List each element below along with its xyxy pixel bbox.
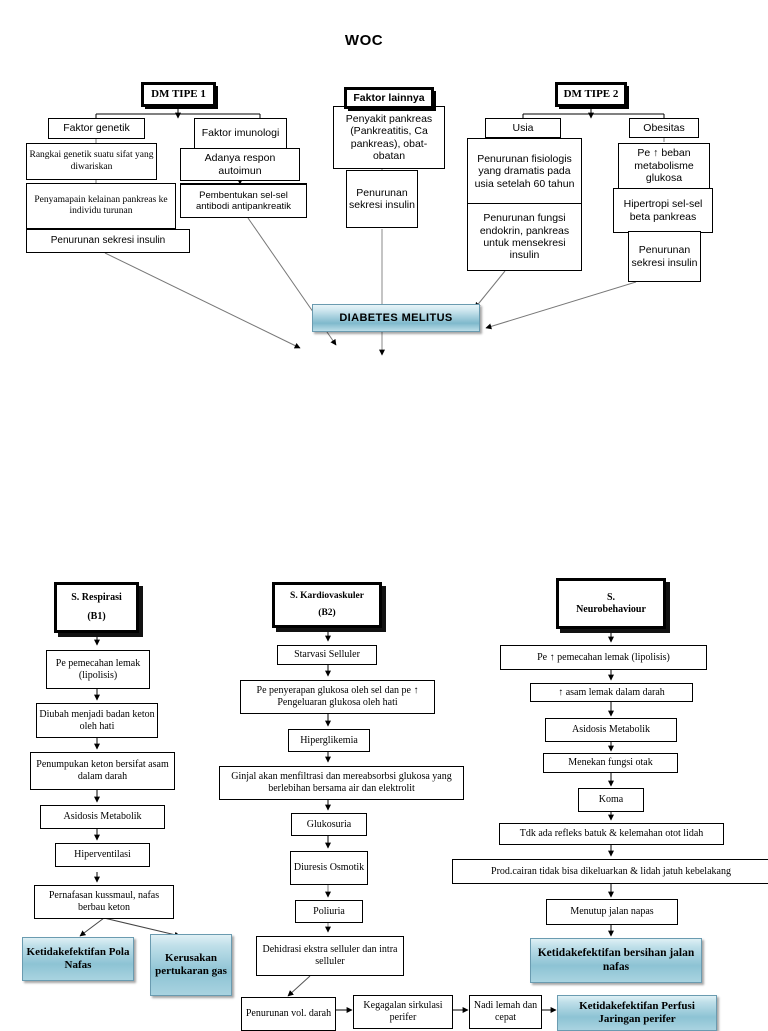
node-b2-step-5: Glukosuria	[291, 813, 367, 836]
node-b1-step-6: Pernafasan kussmaul, nafas berbau keton	[34, 885, 174, 919]
node-b3-step-4: Menekan fungsi otak	[543, 753, 678, 773]
node-penyakit-pankreas: Penyakit pankreas (Pankreatitis, Ca pank…	[333, 106, 445, 169]
header-faktor-lainnya: Faktor lainnya	[345, 88, 433, 108]
node-penurunan-sekresi-insulin-obesitas: Penurunan sekresi insulin	[628, 231, 701, 282]
node-b2-step-3: Hiperglikemia	[288, 729, 370, 752]
header-s-neurobehaviour: S. Neurobehaviour	[556, 578, 666, 629]
node-b2-step-4: Ginjal akan menfiltrasi dan mereabsorbsi…	[219, 766, 464, 800]
node-b2-step-7: Poliuria	[295, 900, 363, 923]
node-b2-bottom-1: Penurunan vol. darah	[241, 997, 336, 1031]
node-rangkai-genetik: Rangkai genetik suatu sifat yang diwaris…	[26, 143, 157, 180]
node-b3-step-6: Tdk ada refleks batuk & kelemahan otot l…	[499, 823, 724, 845]
node-pembentukan-antibodi: Pembentukan sel-sel antibodi antipankrea…	[180, 183, 307, 218]
node-adanya-respon-autoimun: Adanya respon autoimun	[180, 148, 300, 181]
node-b3-step-3: Asidosis Metabolik	[545, 718, 677, 742]
node-penurunan-fisiologis: Penurunan fisiologis yang dramatis pada …	[467, 138, 582, 205]
outcome-ketidakefektifan-bersihan-jalan-nafas: Ketidakefektifan bersihan jalan nafas	[530, 938, 702, 983]
header-dm-tipe-2: DM TIPE 2	[556, 83, 626, 106]
outcome-kerusakan-pertukaran-gas: Kerusakan pertukaran gas	[150, 934, 232, 996]
outcome-ketidakefektifan-perfusi-jaringan: Ketidakefektifan Perfusi Jaringan perife…	[557, 995, 717, 1031]
node-usia: Usia	[485, 118, 561, 138]
node-faktor-imunologi: Faktor imunologi	[194, 118, 287, 149]
node-b2-step-2: Pe penyerapan glukosa oleh sel dan pe ↑ …	[240, 680, 435, 714]
node-b2-step-1: Starvasi Selluler	[277, 645, 377, 665]
node-penurunan-sekresi-insulin-lainnya: Penurunan sekresi insulin	[346, 170, 418, 228]
node-b1-step-2: Diubah menjadi badan keton oleh hati	[36, 703, 158, 738]
header-s-kardiovaskuler-b2: S. Kardiovaskuler (B2)	[272, 582, 382, 628]
node-beban-metabolisme-glukosa: Pe ↑ beban metabolisme glukosa	[618, 143, 710, 189]
node-b1-step-5: Hiperventilasi	[55, 843, 150, 867]
node-diabetes-melitus: DIABETES MELITUS	[312, 304, 480, 332]
node-penyamapain-kelainan: Penyamapain kelainan pankreas ke individ…	[26, 183, 176, 229]
node-b3-step-5: Koma	[578, 788, 644, 812]
node-b3-step-8: Menutup jalan napas	[546, 899, 678, 925]
node-penurunan-sekresi-insulin-genetik: Penurunan sekresi insulin	[26, 229, 190, 253]
node-faktor-genetik: Faktor genetik	[48, 118, 145, 139]
node-b1-step-1: Pe pemecahan lemak (lipolisis)	[46, 650, 150, 689]
header-dm-tipe-1: DM TIPE 1	[142, 83, 215, 106]
node-b2-step-8: Dehidrasi ekstra selluler dan intra sell…	[256, 936, 404, 976]
node-b3-step-1: Pe ↑ pemecahan lemak (lipolisis)	[500, 645, 707, 670]
outcome-ketidakefektifan-pola-nafas: Ketidakefektifan Pola Nafas	[22, 937, 134, 981]
node-b3-step-2: ↑ asam lemak dalam darah	[530, 683, 693, 702]
node-hipertropi-sel-beta: Hipertropi sel-sel beta pankreas	[613, 188, 713, 233]
node-b2-step-6: Diuresis Osmotik	[290, 851, 368, 885]
node-b3-step-7: Prod.cairan tidak bisa dikeluarkan & lid…	[452, 859, 768, 884]
node-penurunan-fungsi-endokrin: Penurunan fungsi endokrin, pankreas untu…	[467, 203, 582, 271]
node-b1-step-3: Penumpukan keton bersifat asam dalam dar…	[30, 752, 175, 790]
page-title: WOC	[344, 32, 384, 49]
node-obesitas: Obesitas	[629, 118, 699, 138]
node-b1-step-4: Asidosis Metabolik	[40, 805, 165, 829]
header-s-respirasi-b1: S. Respirasi (B1)	[54, 582, 139, 633]
